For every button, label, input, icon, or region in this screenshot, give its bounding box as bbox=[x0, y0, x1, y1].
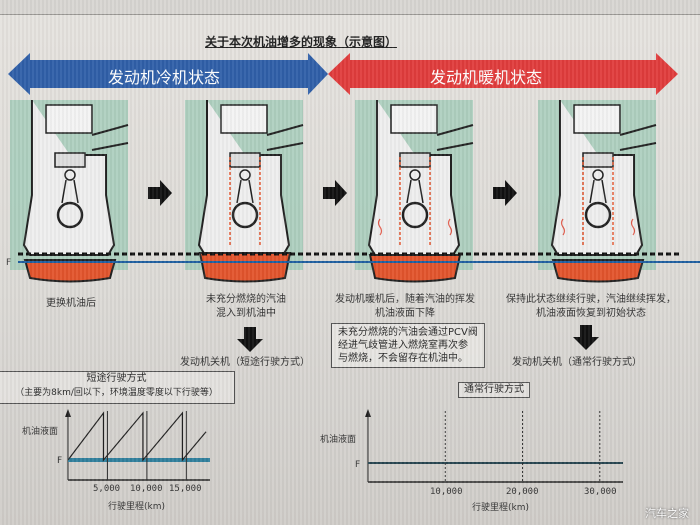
short-trip-chart bbox=[65, 409, 210, 481]
watermark: 汽车之家 bbox=[645, 507, 689, 520]
y-axis-arrow-icon bbox=[365, 409, 371, 417]
viewer-toolbar bbox=[0, 0, 700, 15]
normal-trip-chart bbox=[365, 409, 623, 483]
cylinder-head bbox=[390, 104, 438, 134]
shutdown-normal-label: 发动机关机（通常行驶方式） bbox=[512, 357, 642, 368]
stage3-caption-line: 发动机暖机后，随着汽油的挥发 bbox=[335, 294, 475, 305]
stage4-caption: 保持此状态继续行驶，汽油继续挥发， 机油液面恢复到初始状态 bbox=[506, 293, 676, 321]
crankshaft bbox=[401, 201, 429, 229]
note-line: 与燃烧，不会留存在机油中。 bbox=[338, 353, 468, 364]
chart2-f-marker: F bbox=[355, 460, 361, 470]
stage4-caption-line: 保持此状态继续行驶，汽油继续挥发， bbox=[506, 294, 676, 305]
connecting-rod bbox=[61, 179, 79, 204]
intake-manifold bbox=[619, 124, 657, 151]
oil-pan bbox=[198, 252, 292, 283]
short-trip-title: 短途行驶方式 bbox=[86, 373, 147, 384]
down-arrow-icon bbox=[237, 327, 263, 352]
chart2-xtick: 30,000 bbox=[584, 487, 617, 497]
oil-pan bbox=[368, 254, 462, 283]
chart2-ylabel: 机油液面 bbox=[320, 435, 357, 445]
page-title: 关于本次机油增多的现象（示意图） bbox=[205, 35, 398, 49]
chart1-xtick: 5,000 bbox=[93, 484, 121, 494]
piston-pin bbox=[239, 169, 251, 181]
stage4-caption-line: 机油液面恢复到初始状态 bbox=[536, 308, 646, 319]
engine-stage-4 bbox=[538, 100, 657, 283]
stage2-caption-line: 未充分燃烧的汽油 bbox=[206, 294, 286, 305]
stage3-caption-line: 机油液面下降 bbox=[375, 308, 435, 319]
intake-manifold bbox=[436, 124, 474, 151]
piston bbox=[399, 152, 431, 168]
warm-phase-label: 发动机暖机状态 bbox=[430, 68, 543, 87]
intake-manifold bbox=[266, 124, 304, 151]
evaporation-icon bbox=[560, 218, 636, 236]
chart1-f-marker: F bbox=[57, 456, 63, 466]
chart1-xtick: 15,000 bbox=[169, 484, 202, 494]
connecting-rod bbox=[236, 179, 254, 204]
crankshaft bbox=[584, 201, 612, 229]
chart1-ylabel: 机油液面 bbox=[22, 427, 59, 437]
oil-level-series bbox=[67, 411, 207, 462]
engine-illustrations bbox=[10, 100, 700, 283]
short-trip-title-box: 短途行驶方式 （主要为8km/回以下，环境温度零度以下行驶等） bbox=[0, 371, 235, 404]
piston-pin bbox=[64, 169, 76, 181]
oil-pan bbox=[551, 259, 645, 283]
piston bbox=[582, 152, 614, 168]
crankshaft bbox=[56, 201, 84, 229]
normal-trip-title-box: 通常行驶方式 bbox=[458, 382, 530, 398]
short-trip-subtitle: （主要为8km/回以下，环境温度零度以下行驶等） bbox=[15, 388, 218, 398]
chart2-xlabel: 行驶里程(km) bbox=[472, 503, 530, 513]
right-arrow-icon bbox=[493, 180, 517, 206]
stage2-caption-line: 混入到机油中 bbox=[216, 308, 276, 319]
connecting-rod bbox=[589, 179, 607, 204]
down-arrow-icon bbox=[573, 325, 599, 350]
normal-trip-title: 通常行驶方式 bbox=[464, 384, 524, 395]
engine-stage-1 bbox=[10, 100, 129, 283]
right-arrow-icon bbox=[148, 180, 172, 206]
crankshaft bbox=[231, 201, 259, 229]
stage2-caption: 未充分燃烧的汽油 混入到机油中 bbox=[206, 293, 286, 321]
piston-pin bbox=[409, 169, 421, 181]
cylinder-head bbox=[220, 104, 268, 134]
evaporation-icon bbox=[377, 218, 453, 236]
stage3-caption: 发动机暖机后，随着汽油的挥发 机油液面下降 bbox=[335, 293, 475, 321]
cold-phase-label: 发动机冷机状态 bbox=[108, 68, 221, 87]
intake-manifold bbox=[91, 124, 129, 151]
right-arrow-icon bbox=[323, 180, 347, 206]
phase-arrows bbox=[8, 53, 678, 95]
piston bbox=[54, 152, 86, 168]
y-axis-arrow-icon bbox=[65, 409, 71, 417]
cylinder-head bbox=[45, 104, 93, 134]
engine-stage-3 bbox=[355, 100, 474, 283]
chart1-xlabel: 行驶里程(km) bbox=[108, 502, 166, 512]
stage1-caption: 更换机油后 bbox=[46, 298, 96, 309]
oil-pan bbox=[23, 259, 117, 283]
chart1-xtick: 10,000 bbox=[130, 484, 163, 494]
level-marker-f: F bbox=[6, 258, 12, 268]
note-line: 经进气歧管进入燃烧室再次参 bbox=[338, 340, 468, 351]
pcv-note-box: 未充分燃烧的汽油会通过PCV阀 经进气歧管进入燃烧室再次参 与燃烧，不会留存在机… bbox=[331, 323, 485, 368]
warm-phase-arrow bbox=[328, 53, 678, 95]
note-line: 未充分燃烧的汽油会通过PCV阀 bbox=[338, 327, 478, 338]
cylinder-head bbox=[573, 104, 621, 134]
piston-pin bbox=[592, 169, 604, 181]
engine-stage-2 bbox=[185, 100, 304, 283]
chart2-xtick: 20,000 bbox=[506, 487, 539, 497]
shutdown-short-label: 发动机关机（短途行驶方式） bbox=[180, 357, 310, 368]
cold-phase-arrow bbox=[8, 53, 328, 95]
chart2-xtick: 10,000 bbox=[430, 487, 463, 497]
connecting-rod bbox=[406, 179, 424, 204]
piston bbox=[229, 152, 261, 168]
